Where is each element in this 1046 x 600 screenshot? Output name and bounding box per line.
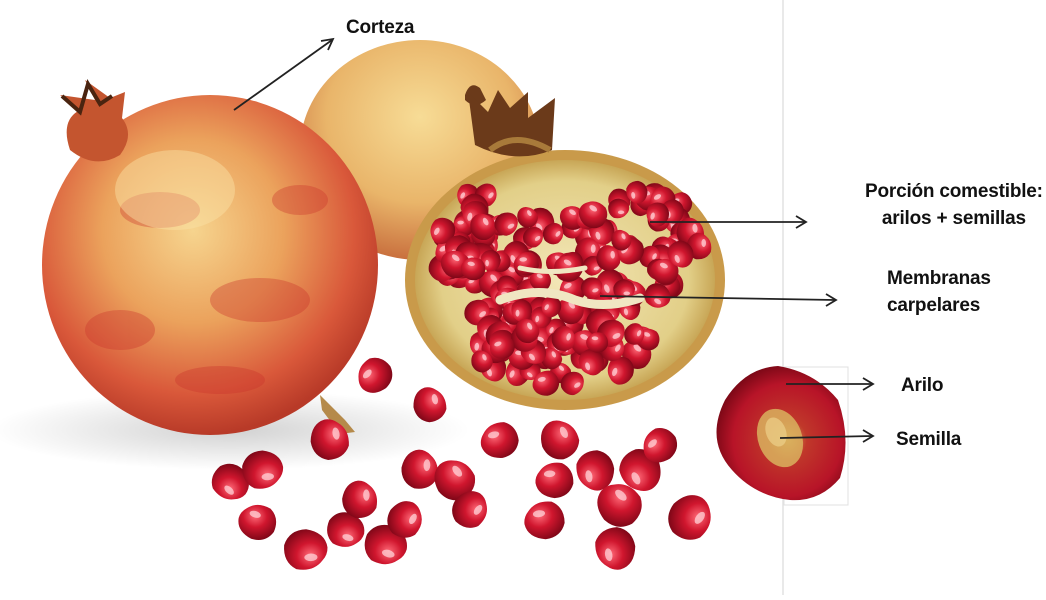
loose-aril: [522, 500, 566, 542]
loose-aril: [477, 419, 522, 462]
label-arilo-text: Arilo: [901, 372, 943, 399]
label-arilo: Arilo: [901, 372, 943, 399]
label-corteza-text: Corteza: [346, 14, 414, 41]
loose-aril: [342, 480, 377, 518]
label-corteza: Corteza: [346, 14, 414, 41]
label-membranas-carpelares: Membranas carpelares: [887, 265, 991, 319]
label-porcion-line2: arilos + semillas: [865, 205, 1043, 232]
loose-aril: [350, 351, 399, 400]
loose-aril: [534, 414, 585, 466]
label-membranas-line2: carpelares: [887, 292, 991, 319]
label-porcion-comestible: Porción comestible: arilos + semillas: [865, 178, 1043, 232]
label-semilla-text: Semilla: [896, 426, 961, 453]
loose-aril: [234, 500, 281, 545]
single-aril: [716, 366, 845, 500]
loose-aril: [592, 524, 638, 573]
label-porcion-line1: Porción comestible:: [865, 178, 1043, 205]
loose-aril: [534, 462, 574, 500]
loose-aril: [283, 529, 328, 571]
label-semilla: Semilla: [896, 426, 961, 453]
loose-aril: [660, 486, 721, 547]
label-membranas-line1: Membranas: [887, 265, 991, 292]
